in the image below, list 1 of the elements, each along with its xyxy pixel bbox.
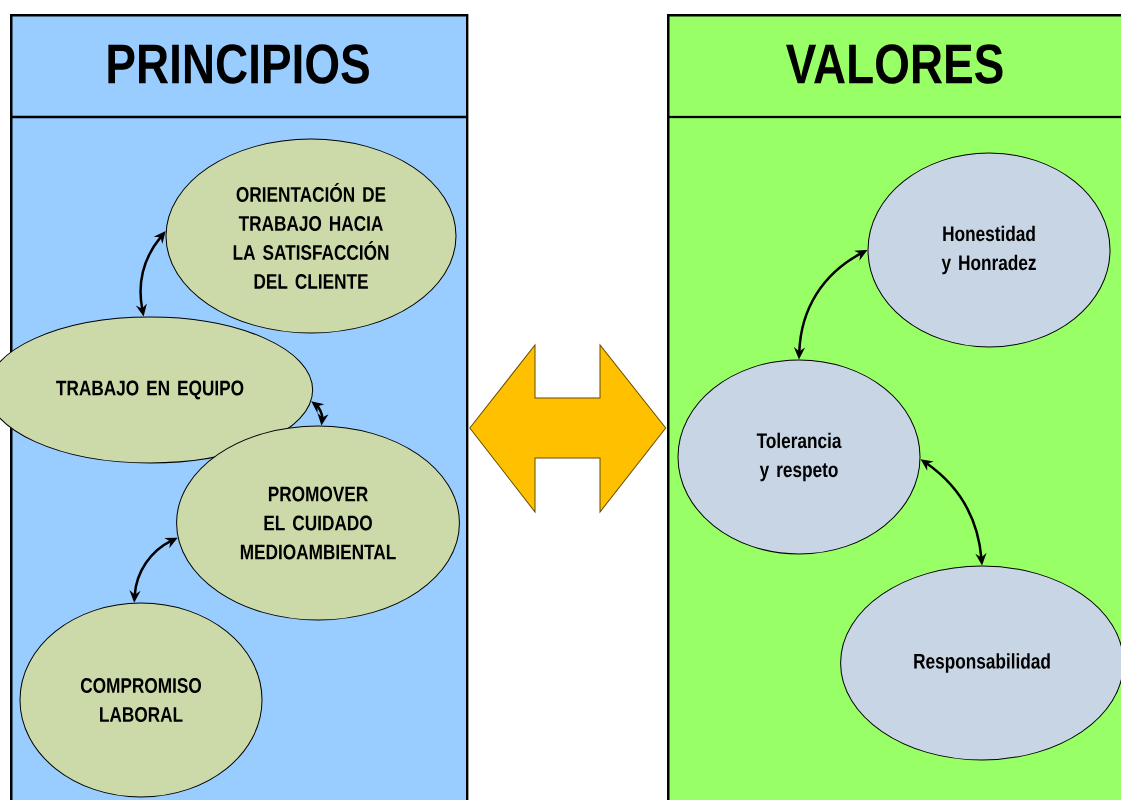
double-arrow — [469, 344, 667, 513]
